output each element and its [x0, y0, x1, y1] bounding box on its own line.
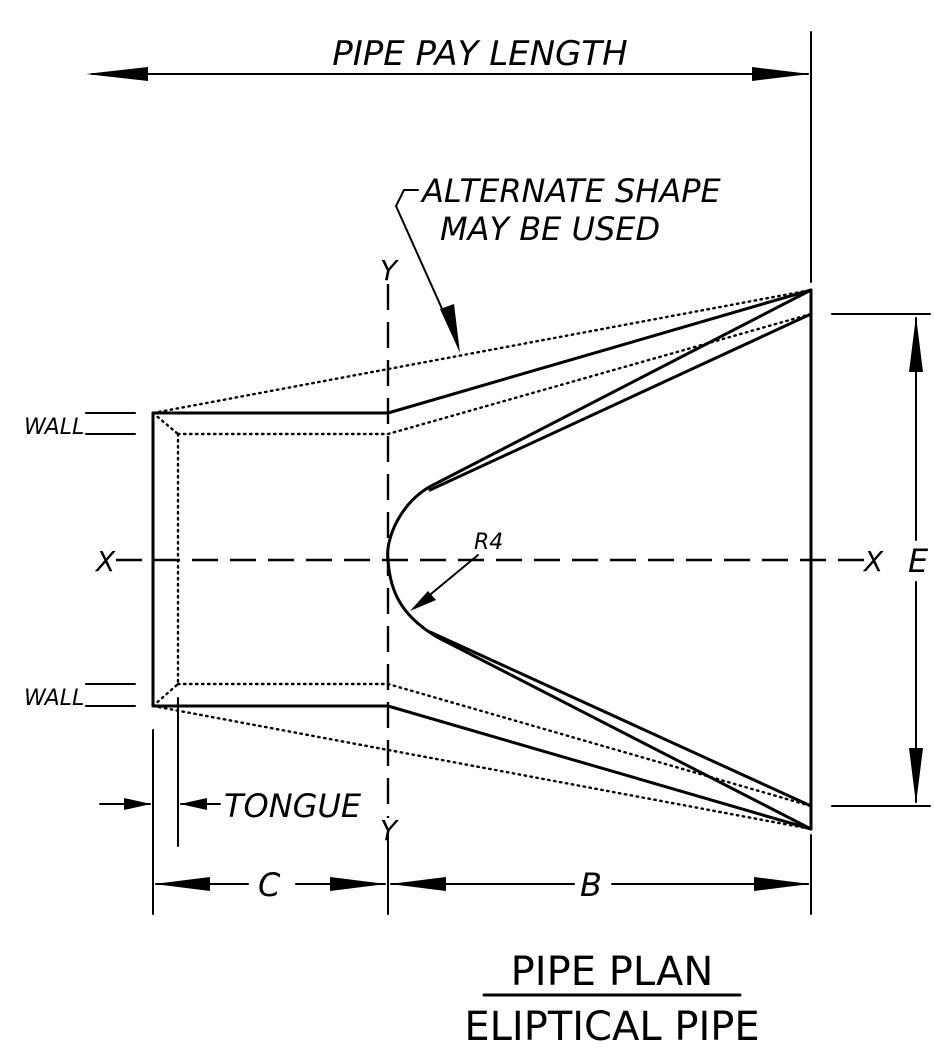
dimension-b-label: B	[580, 866, 602, 904]
radius-label: R4	[474, 530, 503, 555]
y-axis-label-top: Y	[380, 254, 399, 287]
y-axis-label-bottom: Y	[380, 814, 399, 847]
alternate-shape-callout: ALTERNATE SHAPE MAY BE USED	[394, 172, 722, 353]
tongue-dimension: TONGUE	[99, 697, 362, 915]
alternate-shape-label-line1: ALTERNATE SHAPE	[420, 172, 722, 210]
wall-callouts: WALL WALL	[24, 412, 136, 711]
alternate-shape-label-line2: MAY BE USED	[440, 210, 660, 248]
dimension-e: E	[831, 313, 931, 807]
centerlines: Y Y X X	[94, 254, 884, 847]
hidden-lines	[151, 288, 813, 831]
dimension-e-label: E	[908, 542, 929, 580]
x-axis-label-right: X	[862, 545, 884, 578]
title-sub: ELIPTICAL PIPE	[464, 1004, 759, 1050]
pipe-pay-length-dimension: PIPE PAY LENGTH	[86, 31, 812, 283]
x-axis-label-left: X	[94, 545, 116, 578]
title-block: PIPE PLAN ELIPTICAL PIPE	[464, 949, 759, 1050]
tongue-label: TONGUE	[224, 787, 362, 825]
c-b-dimensions: C B	[154, 829, 812, 915]
radius-callout: R4	[410, 530, 503, 611]
dimension-c-label: C	[258, 866, 281, 904]
wall-label-top: WALL	[24, 415, 84, 440]
pipe-body-outline	[151, 288, 813, 831]
wall-label-bottom: WALL	[24, 686, 84, 711]
title-main: PIPE PLAN	[511, 949, 714, 995]
pipe-pay-length-label: PIPE PAY LENGTH	[332, 34, 628, 74]
elliptical-opening	[386, 288, 813, 831]
callout-arrowhead	[440, 304, 460, 353]
